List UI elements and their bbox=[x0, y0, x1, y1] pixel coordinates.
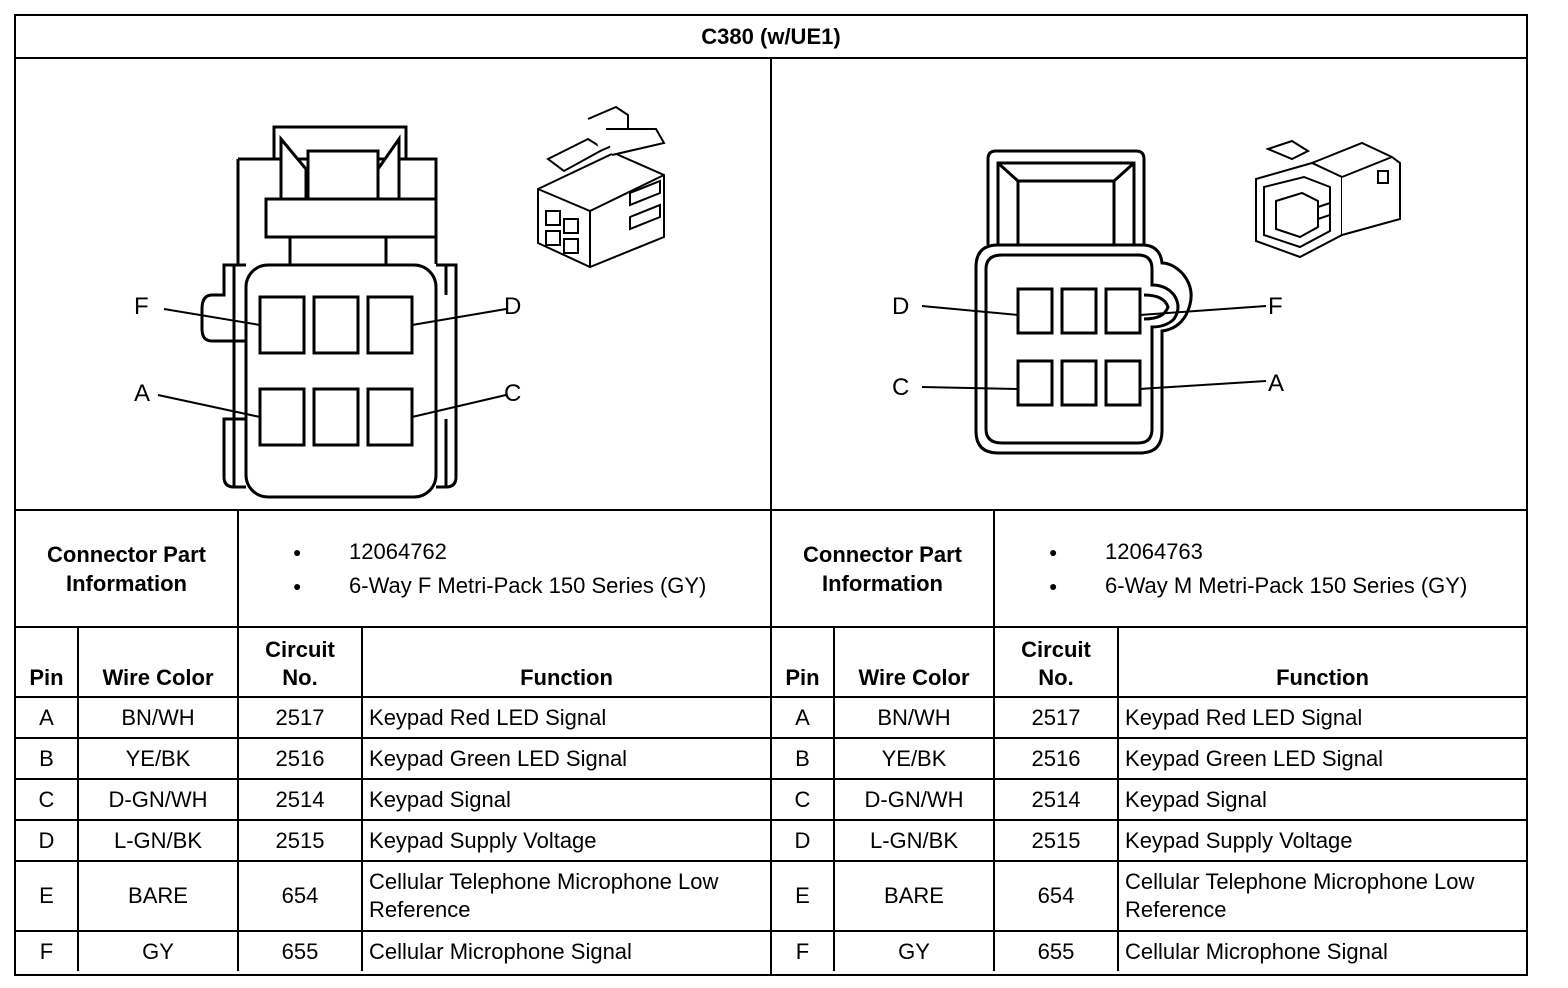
function-cell: Cellular Telephone Microphone Low Refere… bbox=[1117, 860, 1526, 932]
part-info-label: Connector Part Information bbox=[16, 511, 240, 628]
female-connector-face-view: F D A C bbox=[134, 105, 666, 499]
connector-left: F D A C bbox=[16, 59, 772, 976]
female-pinout-table: Connector Part Information 12064762 6-Wa… bbox=[16, 511, 770, 971]
pin-cell: D bbox=[772, 819, 835, 862]
part-description: 6-Way M Metri-Pack 150 Series (GY) bbox=[1049, 569, 1520, 603]
header-wire-color: Wire Color bbox=[832, 626, 996, 698]
function-cell: Cellular Microphone Signal bbox=[1117, 930, 1526, 971]
circuit-cell: 654 bbox=[237, 860, 364, 932]
pin-label-a: A bbox=[1268, 370, 1284, 397]
header-function: Function bbox=[1117, 626, 1526, 698]
connector-sheet: C380 (w/UE1) bbox=[14, 14, 1528, 976]
circuit-cell: 2514 bbox=[237, 778, 364, 821]
header-pin: Pin bbox=[772, 626, 835, 698]
female-connector-drawing: F D A C bbox=[16, 59, 770, 511]
male-connector-face-view: D F C A bbox=[892, 139, 1401, 455]
wire-cell: L-GN/BK bbox=[76, 819, 240, 862]
wire-cell: BN/WH bbox=[832, 696, 996, 739]
male-pinout-table: Connector Part Information 12064763 6-Wa… bbox=[772, 511, 1526, 971]
part-number: 12064762 bbox=[293, 535, 764, 569]
pin-label-f: F bbox=[1268, 293, 1283, 320]
part-info-cell: 12064763 6-Way M Metri-Pack 150 Series (… bbox=[993, 511, 1526, 628]
function-cell: Keypad Supply Voltage bbox=[1117, 819, 1526, 862]
pin-label-f: F bbox=[134, 293, 149, 320]
function-cell: Cellular Telephone Microphone Low Refere… bbox=[361, 860, 770, 932]
male-connector-iso-icon bbox=[1255, 139, 1401, 259]
wire-cell: YE/BK bbox=[76, 737, 240, 780]
pin-cell: F bbox=[772, 930, 835, 971]
part-info-cell: 12064762 6-Way F Metri-Pack 150 Series (… bbox=[237, 511, 770, 628]
pin-label-c: C bbox=[892, 374, 909, 401]
pin-cell: A bbox=[16, 696, 79, 739]
pin-cell: E bbox=[772, 860, 835, 932]
wire-cell: L-GN/BK bbox=[832, 819, 996, 862]
pin-cell: B bbox=[16, 737, 79, 780]
wire-cell: GY bbox=[832, 930, 996, 971]
wire-cell: BN/WH bbox=[76, 696, 240, 739]
wire-cell: D-GN/WH bbox=[76, 778, 240, 821]
part-info-label: Connector Part Information bbox=[772, 511, 996, 628]
pin-cell: F bbox=[16, 930, 79, 971]
header-wire-color: Wire Color bbox=[76, 626, 240, 698]
pin-cell: C bbox=[16, 778, 79, 821]
wire-cell: YE/BK bbox=[832, 737, 996, 780]
female-connector-iso-icon bbox=[537, 105, 666, 269]
connector-right: D F C A bbox=[772, 59, 1526, 976]
pin-label-d: D bbox=[892, 293, 909, 320]
connector-title: C380 (w/UE1) bbox=[16, 16, 1526, 59]
header-function: Function bbox=[361, 626, 770, 698]
circuit-cell: 655 bbox=[237, 930, 364, 971]
function-cell: Keypad Red LED Signal bbox=[1117, 696, 1526, 739]
circuit-cell: 655 bbox=[993, 930, 1120, 971]
pin-label-a: A bbox=[134, 380, 150, 407]
wire-cell: BARE bbox=[76, 860, 240, 932]
function-cell: Keypad Signal bbox=[361, 778, 770, 821]
part-number: 12064763 bbox=[1049, 535, 1520, 569]
pin-label-d: D bbox=[504, 293, 521, 320]
wire-cell: D-GN/WH bbox=[832, 778, 996, 821]
function-cell: Keypad Red LED Signal bbox=[361, 696, 770, 739]
function-cell: Keypad Supply Voltage bbox=[361, 819, 770, 862]
function-cell: Keypad Green LED Signal bbox=[1117, 737, 1526, 780]
pin-cell: A bbox=[772, 696, 835, 739]
pin-cell: C bbox=[772, 778, 835, 821]
circuit-cell: 2515 bbox=[237, 819, 364, 862]
pin-cell: B bbox=[772, 737, 835, 780]
male-connector-drawing: D F C A bbox=[772, 59, 1526, 511]
part-description: 6-Way F Metri-Pack 150 Series (GY) bbox=[293, 569, 764, 603]
wire-cell: GY bbox=[76, 930, 240, 971]
pin-cell: E bbox=[16, 860, 79, 932]
header-circuit: Circuit No. bbox=[237, 626, 364, 698]
header-pin: Pin bbox=[16, 626, 79, 698]
wire-cell: BARE bbox=[832, 860, 996, 932]
pin-cell: D bbox=[16, 819, 79, 862]
circuit-cell: 2515 bbox=[993, 819, 1120, 862]
circuit-cell: 2517 bbox=[237, 696, 364, 739]
function-cell: Cellular Microphone Signal bbox=[361, 930, 770, 971]
header-circuit: Circuit No. bbox=[993, 626, 1120, 698]
pin-label-c: C bbox=[504, 380, 521, 407]
circuit-cell: 2516 bbox=[993, 737, 1120, 780]
function-cell: Keypad Signal bbox=[1117, 778, 1526, 821]
circuit-cell: 2517 bbox=[993, 696, 1120, 739]
function-cell: Keypad Green LED Signal bbox=[361, 737, 770, 780]
circuit-cell: 2516 bbox=[237, 737, 364, 780]
circuit-cell: 654 bbox=[993, 860, 1120, 932]
circuit-cell: 2514 bbox=[993, 778, 1120, 821]
